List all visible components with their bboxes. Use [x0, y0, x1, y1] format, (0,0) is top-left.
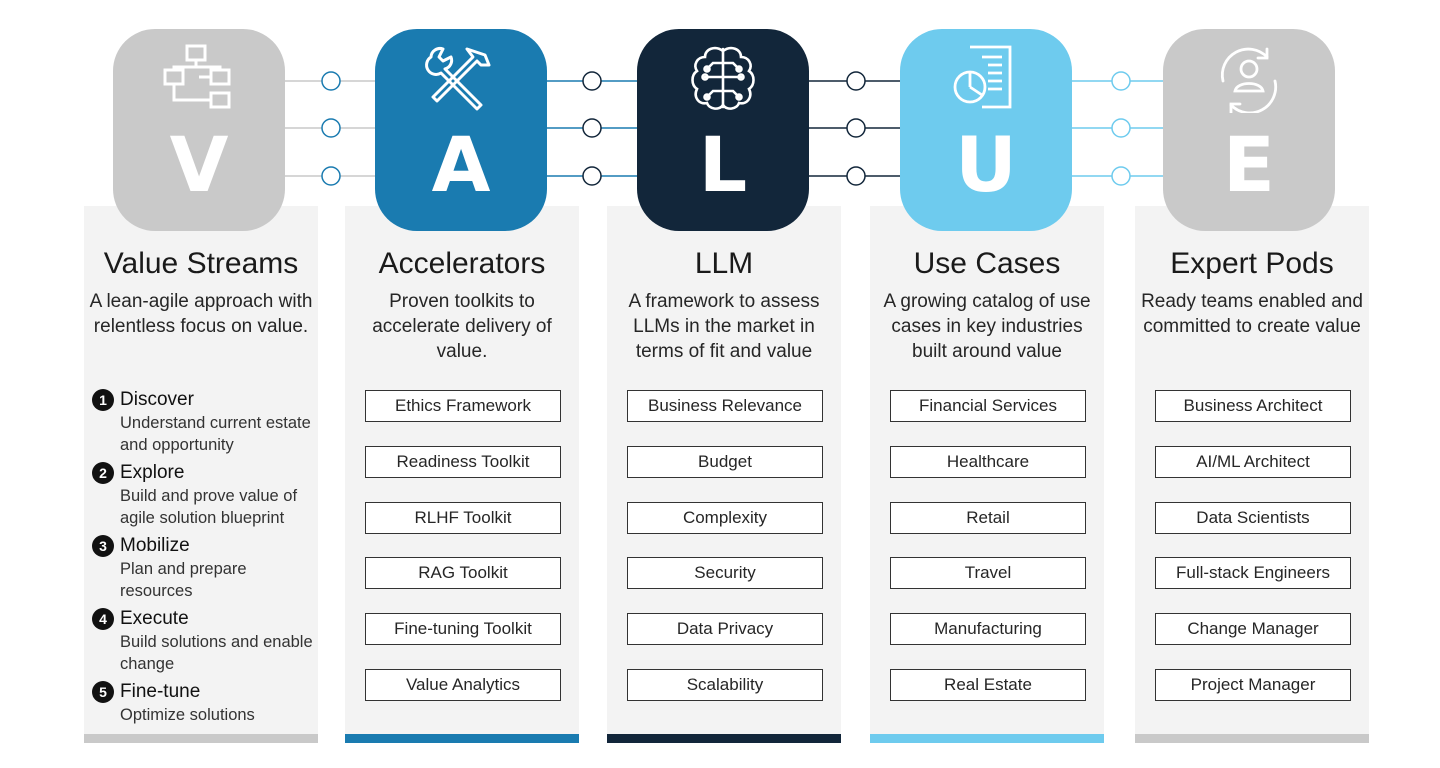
step-text: Understand current estate and opportunit… [120, 414, 311, 454]
item-box: Retail [890, 501, 1086, 534]
item-box: Business Relevance [627, 390, 823, 422]
item-box: Budget [627, 445, 823, 478]
step-item: 4 Execute Build solutions and enable chan… [92, 607, 316, 675]
process-flowchart-icon [163, 44, 231, 109]
step-item: 5 Fine-tune Optimize solutions [92, 680, 316, 726]
item-box: AI/ML Architect [1155, 445, 1351, 478]
item-box: Data Privacy [627, 613, 823, 646]
item-box: Fine-tuning Toolkit [365, 613, 561, 646]
item-box: Ethics Framework [365, 390, 561, 422]
tile-letter: L [698, 120, 748, 209]
pillar-accent-bar [607, 734, 841, 743]
pillar-description: A growing catalog of use cases in key in… [883, 291, 1091, 362]
item-box: Complexity [627, 501, 823, 534]
step-number: 2 [92, 462, 114, 484]
item-box: Travel [890, 557, 1086, 590]
tile-v: V [113, 29, 285, 231]
tile-l: L [637, 29, 809, 231]
step-text: Build and prove value of agile solution … [120, 487, 298, 527]
pillar-llm: LLM A framework to assess LLMs in the ma… [607, 206, 841, 743]
pillar-accent-bar [1135, 734, 1369, 743]
item-box: RLHF Toolkit [365, 501, 561, 534]
pillar-title: Value Streams [103, 247, 299, 280]
step-item: 1 Discover Understand current estate and … [92, 388, 316, 456]
pillar-value-streams: Value Streams A lean-agile approach with… [84, 206, 318, 743]
pillar-description: Ready teams enabled and committed to cre… [1141, 291, 1363, 337]
person-cycle-icon [1220, 47, 1278, 113]
item-list: Ethics Framework Readiness Toolkit RLHF … [365, 390, 561, 725]
item-list: Business Architect AI/ML Architect Data … [1155, 390, 1351, 725]
wrench-hammer-icon [425, 47, 491, 111]
steps-list: 1 Discover Understand current estate and … [92, 388, 316, 731]
tile-e: E [1163, 29, 1335, 231]
tile-u: U [900, 29, 1072, 231]
pillar-description: A framework to assess LLMs in the market… [628, 291, 820, 362]
report-chart-icon [953, 45, 1012, 109]
item-box: Change Manager [1155, 613, 1351, 646]
pillar-title: LLM [694, 247, 754, 280]
item-box: Security [627, 557, 823, 590]
step-item: 2 Explore Build and prove value of agile … [92, 461, 316, 529]
pillar-expert-pods: Expert Pods Ready teams enabled and comm… [1135, 206, 1369, 743]
tile-letter: A [431, 120, 491, 209]
item-box: Healthcare [890, 445, 1086, 478]
step-title: Fine-tune [120, 681, 201, 702]
tile-letter: E [1223, 120, 1275, 209]
step-text: Optimize solutions [120, 706, 255, 724]
item-box: Business Architect [1155, 390, 1351, 422]
tile-letter: U [955, 120, 1017, 209]
step-title: Mobilize [120, 535, 190, 556]
item-box: Value Analytics [365, 668, 561, 701]
step-title: Discover [120, 389, 194, 410]
item-box: Financial Services [890, 390, 1086, 422]
step-text: Plan and prepare resources [120, 560, 247, 600]
item-list: Financial Services Healthcare Retail Tra… [890, 390, 1086, 725]
pillar-title: Use Cases [913, 247, 1061, 280]
pillar-description: Proven toolkits to accelerate delivery o… [372, 291, 552, 362]
pillar-title: Accelerators [378, 247, 546, 280]
pillar-accent-bar [345, 734, 579, 743]
step-text: Build solutions and enable change [120, 633, 313, 673]
step-item: 3 Mobilize Plan and prepare resources [92, 534, 316, 602]
item-box: Data Scientists [1155, 501, 1351, 534]
pillar-accelerators: Accelerators Proven toolkits to accelera… [345, 206, 579, 743]
step-title: Execute [120, 608, 189, 629]
item-box: RAG Toolkit [365, 557, 561, 590]
item-box: Real Estate [890, 668, 1086, 701]
item-list: Business Relevance Budget Complexity Sec… [627, 390, 823, 725]
step-number: 3 [92, 535, 114, 557]
pillar-accent-bar [84, 734, 318, 743]
step-number: 5 [92, 681, 114, 703]
brain-circuit-icon [691, 46, 755, 110]
pillar-accent-bar [870, 734, 1104, 743]
tile-letter: V [169, 120, 229, 209]
step-title: Explore [120, 462, 185, 483]
item-box: Manufacturing [890, 613, 1086, 646]
item-box: Scalability [627, 668, 823, 701]
pillar-title: Expert Pods [1170, 247, 1334, 280]
step-number: 4 [92, 608, 114, 630]
tile-a: A [375, 29, 547, 231]
item-box: Readiness Toolkit [365, 445, 561, 478]
connector-lines [285, 71, 1163, 186]
step-number: 1 [92, 389, 114, 411]
item-box: Project Manager [1155, 668, 1351, 701]
pillar-description: A lean-agile approach with relentless fo… [89, 291, 313, 337]
pillar-use-cases: Use Cases A growing catalog of use cases… [870, 206, 1104, 743]
item-box: Full-stack Engineers [1155, 557, 1351, 590]
